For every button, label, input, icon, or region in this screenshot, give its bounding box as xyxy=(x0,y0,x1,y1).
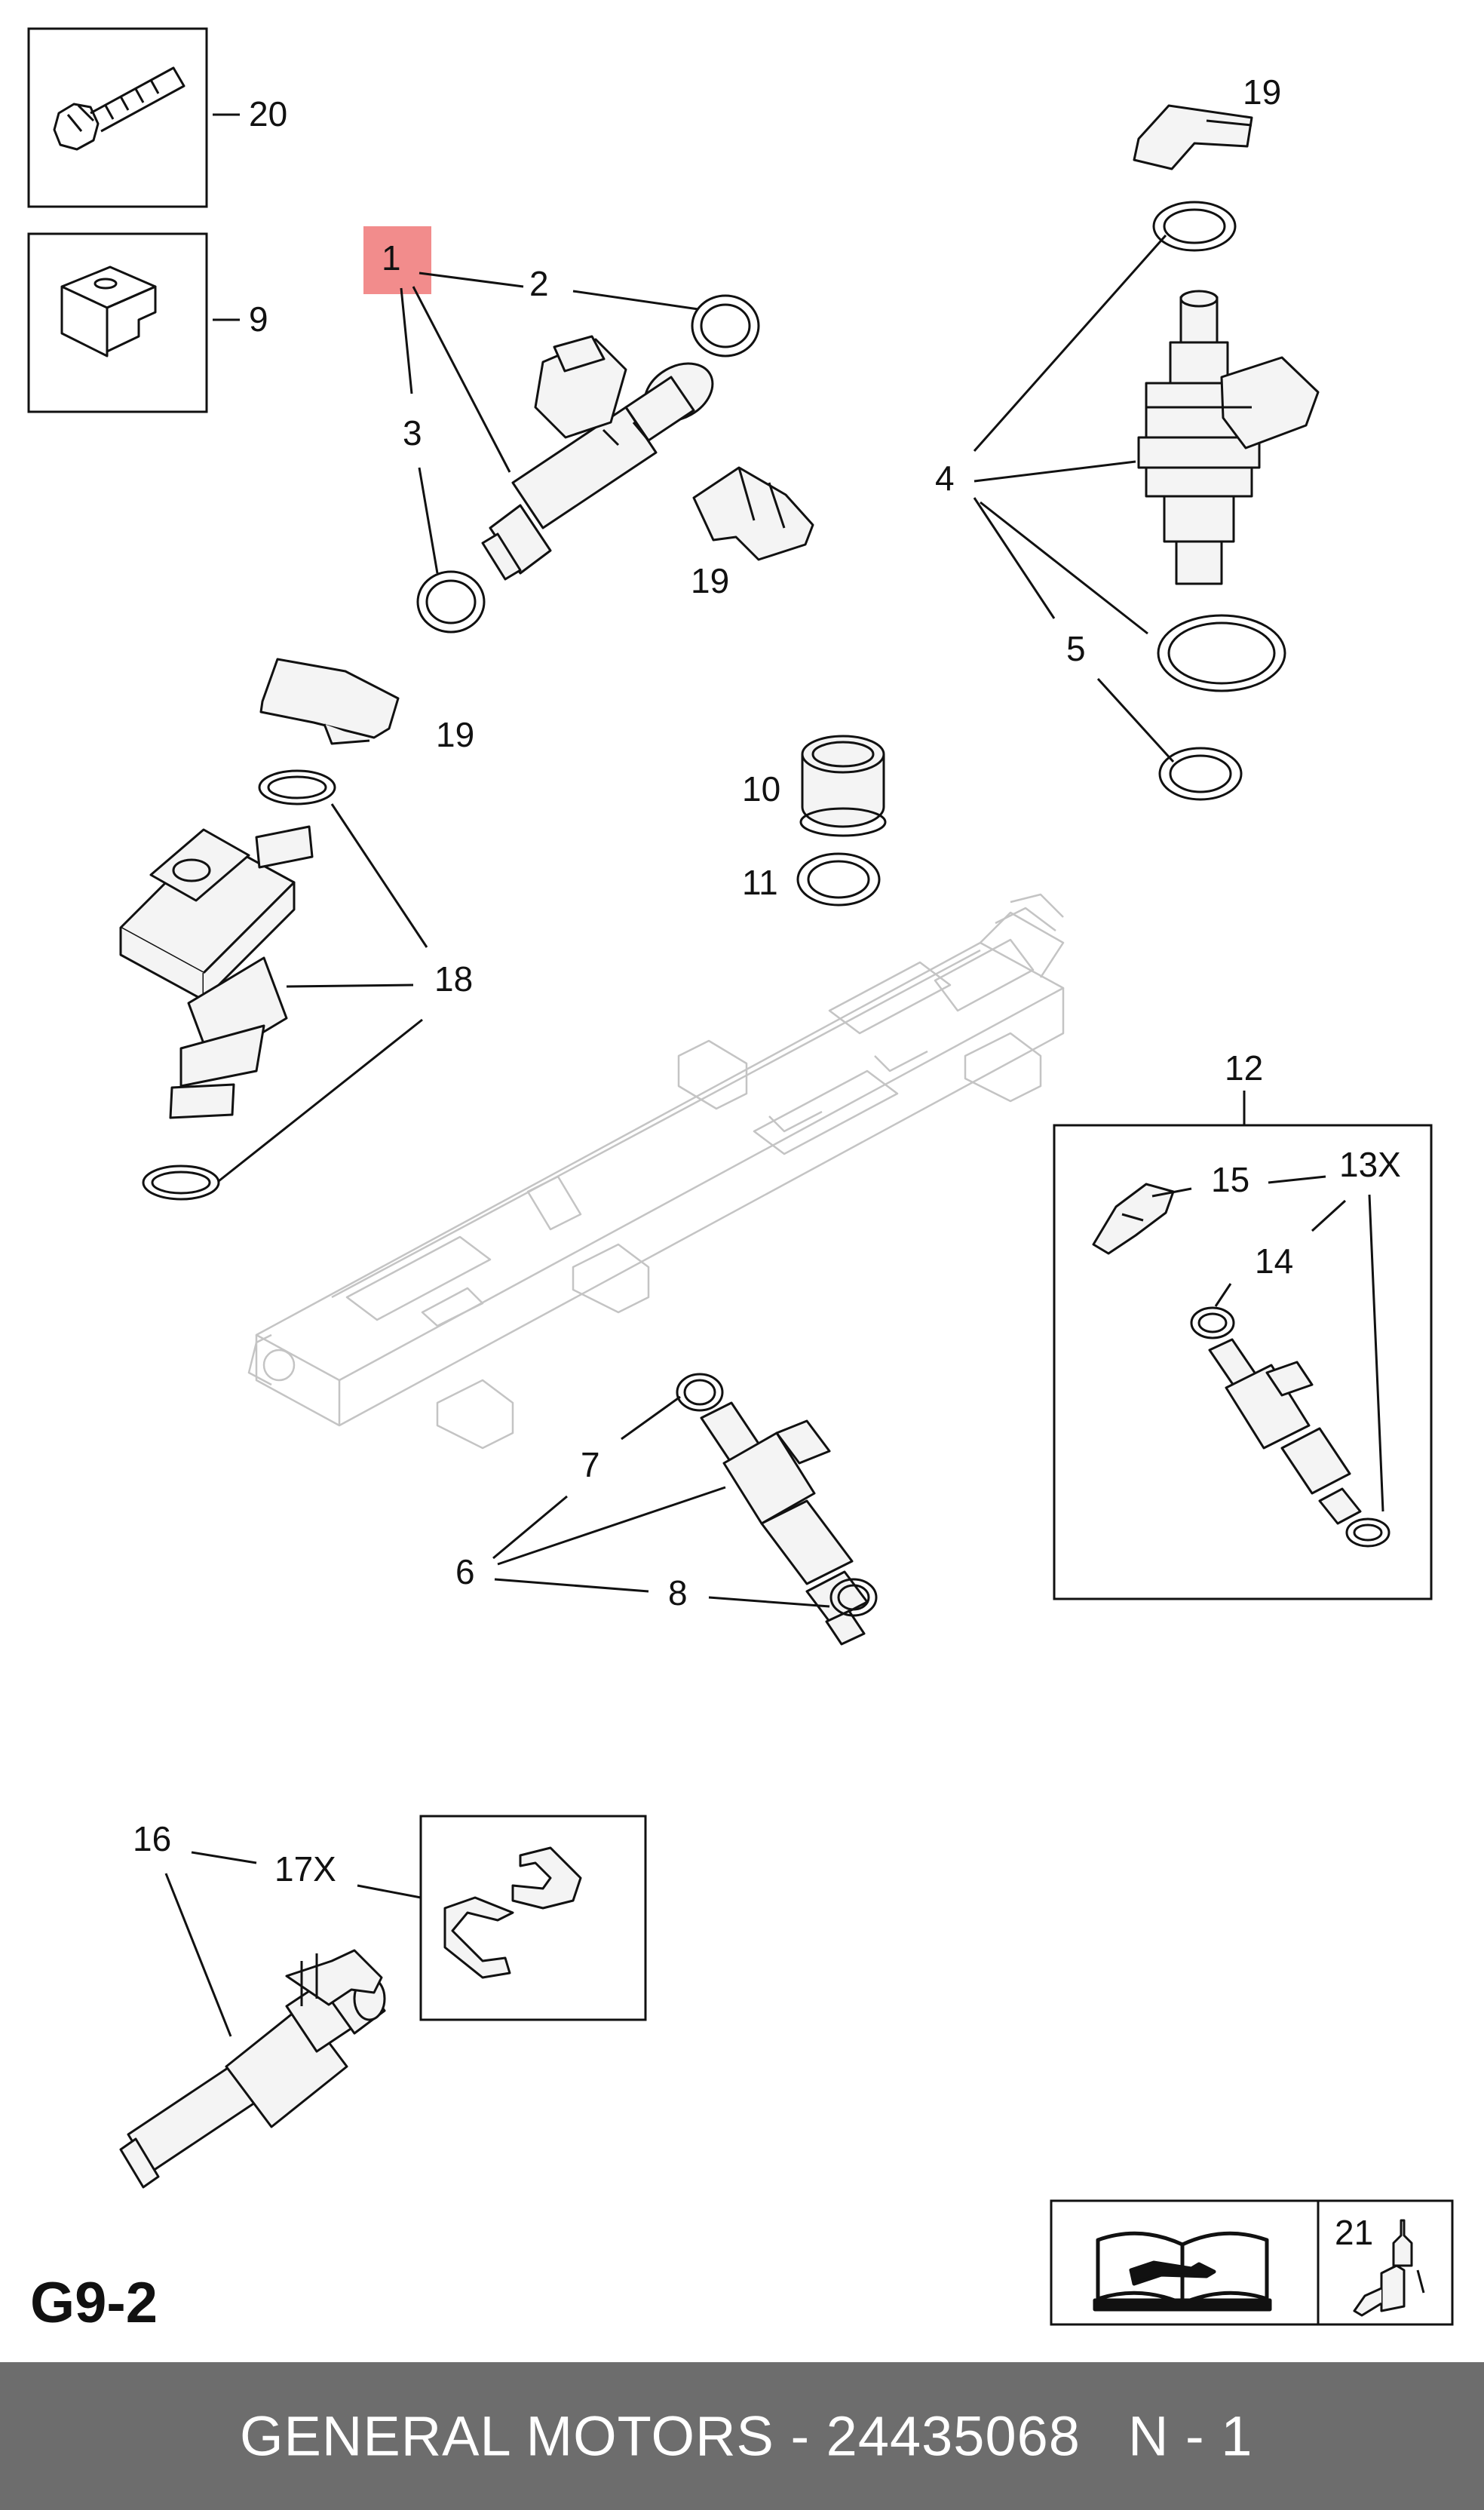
callout-19-mid: 19 xyxy=(691,561,729,600)
o-ring-7 xyxy=(676,1373,724,1412)
injector-1-part xyxy=(481,335,714,581)
o-ring-8 xyxy=(829,1578,878,1617)
o-ring-11 xyxy=(796,852,881,907)
callout-10: 10 xyxy=(742,769,780,809)
clip-19-mid xyxy=(692,466,814,561)
footer-part-number: GENERAL MOTORS - 24435068 xyxy=(240,2404,1081,2468)
leaders-1-3 xyxy=(400,272,699,574)
o-ring-5-small xyxy=(1158,747,1243,801)
o-ring-4-top xyxy=(1152,201,1237,252)
footer-bar: GENERAL MOTORS - 24435068 N - 1 xyxy=(0,2362,1484,2510)
sleeve-10 xyxy=(799,735,887,837)
o-ring-5 xyxy=(1157,614,1286,692)
injector-6-part xyxy=(700,1401,869,1646)
leaders-18 xyxy=(218,803,428,1183)
o-ring-2 xyxy=(691,294,760,357)
callout-1-highlight xyxy=(363,226,431,294)
callout-17x: 17X xyxy=(274,1849,336,1889)
injector-4-part xyxy=(1137,290,1320,585)
clip-17x-upper xyxy=(511,1846,582,1910)
footer-quantity: N - 1 xyxy=(1128,2404,1253,2468)
callout-6: 6 xyxy=(455,1552,475,1591)
inset-box-20 xyxy=(27,27,208,208)
service-manual-icon xyxy=(1093,2231,1272,2312)
bolt-part xyxy=(53,66,186,151)
callout-19-top: 19 xyxy=(1243,72,1281,112)
o-ring-13x xyxy=(1345,1517,1390,1548)
page-code: G9-2 xyxy=(30,2271,158,2335)
callout-7: 7 xyxy=(581,1445,600,1484)
leaders-6-8 xyxy=(492,1395,830,1608)
callout-12: 12 xyxy=(1225,1048,1263,1088)
clip-19-top xyxy=(1133,104,1253,170)
callout-3: 3 xyxy=(403,413,422,453)
callout-4: 4 xyxy=(935,459,955,498)
clip-19-left xyxy=(259,658,400,745)
callout-1: 1 xyxy=(382,238,401,278)
callout-labels: 20 9 1 2 3 19 19 4 5 19 10 11 18 12 15 1… xyxy=(133,72,1401,2252)
callout-8: 8 xyxy=(668,1573,688,1612)
injector-16-part xyxy=(119,1949,386,2189)
injector-18-part xyxy=(119,825,314,1119)
callout-16: 16 xyxy=(133,1819,171,1858)
adhesive-bottle-icon xyxy=(1353,2219,1425,2317)
callout-20: 20 xyxy=(249,94,287,133)
callout-21: 21 xyxy=(1335,2213,1373,2252)
callout-11: 11 xyxy=(742,863,778,902)
callout-5: 5 xyxy=(1066,629,1086,668)
clip-block-part xyxy=(60,265,157,357)
o-ring-3 xyxy=(416,570,486,634)
callout-14: 14 xyxy=(1255,1241,1293,1281)
inset-box-21 xyxy=(1050,2199,1454,2326)
leaders-4-5 xyxy=(973,235,1175,763)
inset-box-9 xyxy=(27,232,208,413)
leaders-16-17 xyxy=(164,1851,422,2037)
callout-2: 2 xyxy=(529,264,549,303)
callout-15: 15 xyxy=(1211,1160,1249,1199)
o-ring-18-top xyxy=(258,769,336,805)
inset-box-12 xyxy=(1053,1124,1433,1600)
o-ring-18-bottom xyxy=(142,1164,220,1201)
inset-box-17x xyxy=(419,1815,647,2021)
callout-19-left: 19 xyxy=(436,715,474,754)
fuel-rail-outline xyxy=(247,893,1065,1450)
injector-12-part xyxy=(1208,1338,1362,1525)
callout-18: 18 xyxy=(434,959,473,999)
leaders-12 xyxy=(1151,1175,1384,1512)
callout-13x: 13X xyxy=(1339,1145,1401,1184)
clip-15-part xyxy=(1092,1183,1175,1255)
clip-17x-lower xyxy=(443,1896,514,1979)
callout-9: 9 xyxy=(249,299,268,339)
o-ring-14 xyxy=(1190,1306,1235,1339)
